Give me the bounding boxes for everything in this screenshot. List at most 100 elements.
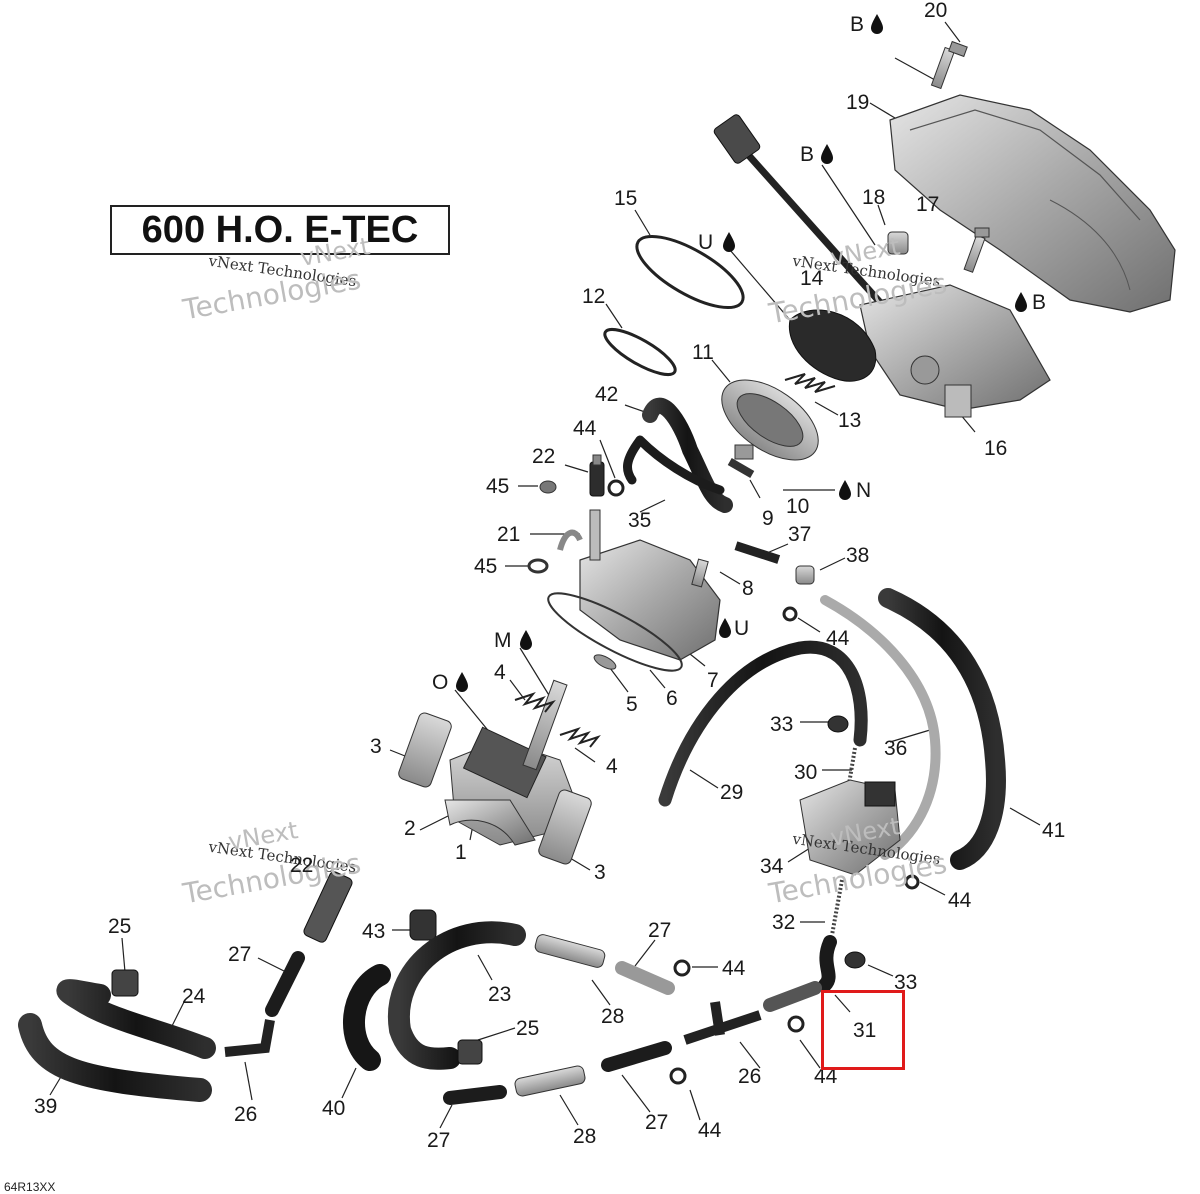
callout-b-top: B bbox=[850, 13, 865, 36]
elbow-38 bbox=[795, 565, 815, 585]
diaphragm-cap bbox=[788, 309, 877, 382]
shaft-m bbox=[522, 679, 568, 771]
callout-14: 14 bbox=[800, 267, 824, 290]
callout-u-mid: U bbox=[734, 617, 750, 640]
hose-right-lower bbox=[763, 981, 822, 1012]
callout-3-left: 3 bbox=[370, 735, 382, 758]
hose-27-bottom-left bbox=[443, 1085, 507, 1105]
callout-25-left: 25 bbox=[108, 915, 132, 938]
washer-45-lower bbox=[527, 558, 549, 574]
callout-34: 34 bbox=[760, 855, 784, 878]
callout-4-right: 4 bbox=[606, 755, 618, 778]
sleeve-3-right bbox=[538, 789, 592, 865]
o-ring-15 bbox=[635, 234, 745, 310]
callout-n: N bbox=[856, 479, 872, 502]
callout-23: 23 bbox=[488, 983, 512, 1006]
hose-39 bbox=[18, 1013, 212, 1102]
callout-11: 11 bbox=[692, 341, 714, 364]
leader-lines bbox=[49, 21, 1041, 1129]
valve-seat-10 bbox=[734, 444, 754, 460]
callout-26-right: 26 bbox=[738, 1065, 762, 1088]
callout-26-left: 26 bbox=[234, 1103, 258, 1126]
callout-38: 38 bbox=[846, 544, 870, 567]
spring-30 bbox=[846, 747, 857, 791]
callout-45-upper: 45 bbox=[486, 475, 510, 498]
fitting-22 bbox=[589, 454, 605, 497]
cap-33-upper bbox=[827, 715, 849, 733]
diaphragm-11 bbox=[721, 379, 819, 461]
hose-24 bbox=[56, 979, 216, 1059]
seal-5 bbox=[593, 654, 617, 670]
callout-8: 8 bbox=[742, 577, 754, 600]
callout-1: 1 bbox=[455, 841, 467, 864]
clip-43 bbox=[409, 909, 437, 941]
callout-u-top: U bbox=[698, 231, 714, 254]
callout-4-left: 4 bbox=[494, 661, 506, 684]
clamp-25-left bbox=[111, 969, 139, 997]
callout-21: 21 bbox=[497, 523, 521, 546]
sleeve-3-left bbox=[398, 712, 452, 788]
callout-3-right: 3 bbox=[594, 861, 606, 884]
callout-27-bottom-left: 27 bbox=[427, 1129, 451, 1152]
callout-27-mid: 27 bbox=[648, 919, 672, 942]
callout-33-lower: 33 bbox=[894, 971, 918, 994]
callout-40: 40 bbox=[322, 1097, 346, 1120]
callout-44-mid: 44 bbox=[826, 627, 850, 650]
hose-40 bbox=[343, 964, 391, 1071]
callout-42: 42 bbox=[595, 383, 619, 406]
callout-b-right: B bbox=[1032, 291, 1047, 314]
callout-18: 18 bbox=[862, 186, 886, 209]
highlight-box-31 bbox=[821, 990, 905, 1070]
callout-44-right: 44 bbox=[948, 889, 972, 912]
check-valve-22-lower bbox=[303, 871, 353, 943]
callout-35: 35 bbox=[628, 509, 652, 532]
callout-28-upper: 28 bbox=[601, 1005, 625, 1028]
model-title: 600 H.O. E-TEC bbox=[110, 205, 450, 255]
callout-25-right: 25 bbox=[516, 1017, 540, 1040]
valve-body-16 bbox=[859, 284, 1051, 418]
callout-7: 7 bbox=[707, 669, 719, 692]
callout-20: 20 bbox=[924, 0, 948, 22]
callout-6: 6 bbox=[666, 687, 678, 710]
hose-27-mid bbox=[615, 961, 675, 995]
callout-43: 43 bbox=[362, 920, 386, 943]
callout-28-lower: 28 bbox=[573, 1125, 597, 1148]
check-valve-28-upper bbox=[534, 934, 606, 968]
callout-44-lower-right: 44 bbox=[814, 1065, 838, 1088]
clamp-44-upper bbox=[607, 479, 625, 497]
pin-9 bbox=[727, 458, 755, 478]
callout-13: 13 bbox=[838, 409, 862, 432]
bolt-20 bbox=[930, 40, 968, 90]
pump-cover-19 bbox=[889, 94, 1176, 313]
screw-8 bbox=[691, 558, 709, 588]
callout-39: 39 bbox=[34, 1095, 58, 1118]
callout-33-upper: 33 bbox=[770, 713, 794, 736]
clamp-44-right bbox=[904, 874, 920, 890]
callout-10: 10 bbox=[786, 495, 810, 518]
callout-15: 15 bbox=[614, 187, 638, 210]
callout-32: 32 bbox=[772, 911, 796, 934]
callout-9: 9 bbox=[762, 507, 774, 530]
spring-4-left bbox=[514, 691, 556, 713]
callout-36: 36 bbox=[884, 737, 908, 760]
callout-27-left: 27 bbox=[228, 943, 252, 966]
callout-o: O bbox=[432, 671, 449, 694]
base-2 bbox=[444, 799, 536, 846]
tee-26-left bbox=[224, 1019, 275, 1057]
hose-23 bbox=[387, 921, 526, 1070]
callout-44-bottom: 44 bbox=[698, 1119, 722, 1142]
plug-18 bbox=[887, 231, 909, 255]
spring-32 bbox=[830, 879, 844, 936]
hose-31 bbox=[818, 935, 837, 992]
callout-44-upper: 44 bbox=[573, 417, 597, 440]
callout-29: 29 bbox=[720, 781, 744, 804]
spring-4-right bbox=[559, 726, 601, 748]
callout-41: 41 bbox=[1042, 819, 1066, 842]
clamp-44-mid bbox=[782, 606, 798, 622]
callout-37: 37 bbox=[788, 523, 812, 546]
callout-2: 2 bbox=[404, 817, 416, 840]
hose-27-left bbox=[265, 951, 305, 1017]
hose-29 bbox=[658, 640, 868, 807]
